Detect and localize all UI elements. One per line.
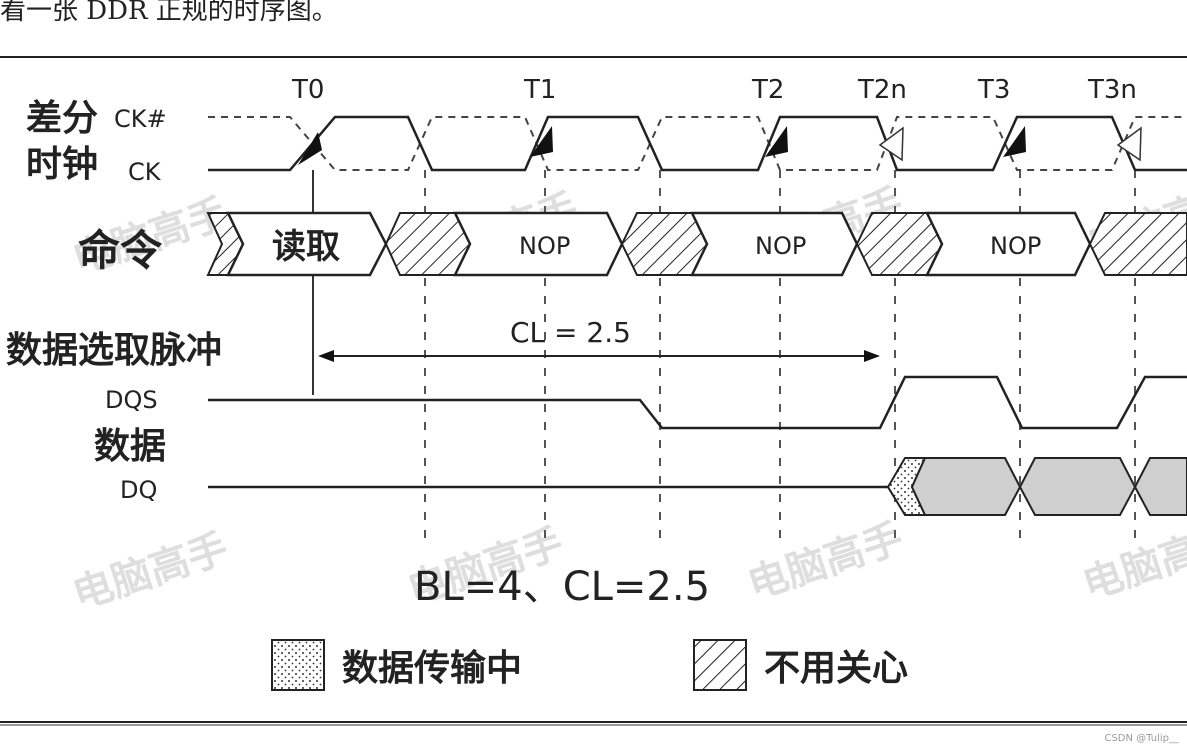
label-dqs-cn: 数据选取脉冲 (6, 330, 222, 371)
dq-burst-2 (1018, 457, 1137, 516)
label-clock: 时钟 (26, 144, 98, 185)
cmd-nop-3 (925, 211, 1092, 277)
label-command: 命令 (78, 226, 163, 275)
cl-label: CL = 2.5 (510, 316, 631, 349)
cmd-dontcare-2 (620, 212, 709, 276)
ck-hash-waveform (208, 116, 1187, 171)
dq-bus (208, 457, 1187, 516)
watermark-5: 电脑高手 (67, 524, 234, 618)
cmd-read-label: 读取 (272, 227, 340, 267)
cmd-nop-2 (690, 211, 859, 277)
cmd-dontcare-4 (1088, 212, 1187, 276)
tick-t0: T0 (291, 75, 324, 105)
clock-edge-markers (298, 126, 1142, 165)
tick-t2: T2 (751, 75, 784, 105)
label-dqs: DQS (105, 386, 158, 414)
cmd-nop-3-label: NOP (990, 232, 1041, 260)
legend-swatch-dontcare (693, 639, 747, 691)
tick-t2n: T2n (857, 75, 907, 105)
dqs-waveform (208, 375, 1187, 430)
credit-watermark: CSDN @Tulip__ (1104, 733, 1179, 744)
edge-marker-t3 (1003, 126, 1026, 157)
label-differential: 差分 (26, 98, 98, 139)
edge-marker-t1 (530, 126, 553, 157)
tick-t3: T3 (977, 75, 1010, 105)
label-ck: CK (128, 158, 162, 186)
dq-burst-3 (1133, 457, 1187, 516)
legend-transfer-label: 数据传输中 (342, 648, 522, 689)
edge-marker-t2n (878, 126, 904, 162)
edge-marker-t0 (298, 132, 322, 165)
summary-bl-cl: BL=4、CL=2.5 (414, 564, 710, 610)
tick-t3n: T3n (1087, 75, 1137, 105)
edge-marker-t3n (1116, 126, 1142, 162)
legend-swatch-transfer (271, 639, 325, 691)
cmd-dontcare-1 (384, 212, 472, 276)
watermark-7: 电脑高手 (742, 514, 909, 608)
ck-waveform (208, 115, 1187, 172)
cmd-nop-1 (453, 211, 624, 277)
page-caption: 看一张 DDR 正规的时序图。 (0, 0, 338, 26)
label-ck-hash: CK# (114, 105, 167, 133)
cl-annotation: CL = 2.5 (318, 316, 880, 362)
legend-dontcare-label: 不用关心 (764, 648, 908, 689)
command-bus: 读取 NOP NOP NOP (206, 211, 1187, 277)
label-data-cn: 数据 (94, 426, 166, 467)
label-dq: DQ (120, 476, 157, 504)
cmd-dontcare-3 (855, 212, 944, 276)
dq-burst-1 (910, 457, 1022, 516)
tick-t1: T1 (523, 75, 556, 105)
watermark-8: 电脑高手 (1077, 514, 1187, 608)
cmd-nop-2-label: NOP (755, 232, 806, 260)
cmd-nop-1-label: NOP (519, 232, 570, 260)
edge-marker-t2 (765, 126, 788, 157)
cmd-read (226, 211, 388, 277)
legend: 数据传输中 不用关心 (271, 639, 908, 691)
